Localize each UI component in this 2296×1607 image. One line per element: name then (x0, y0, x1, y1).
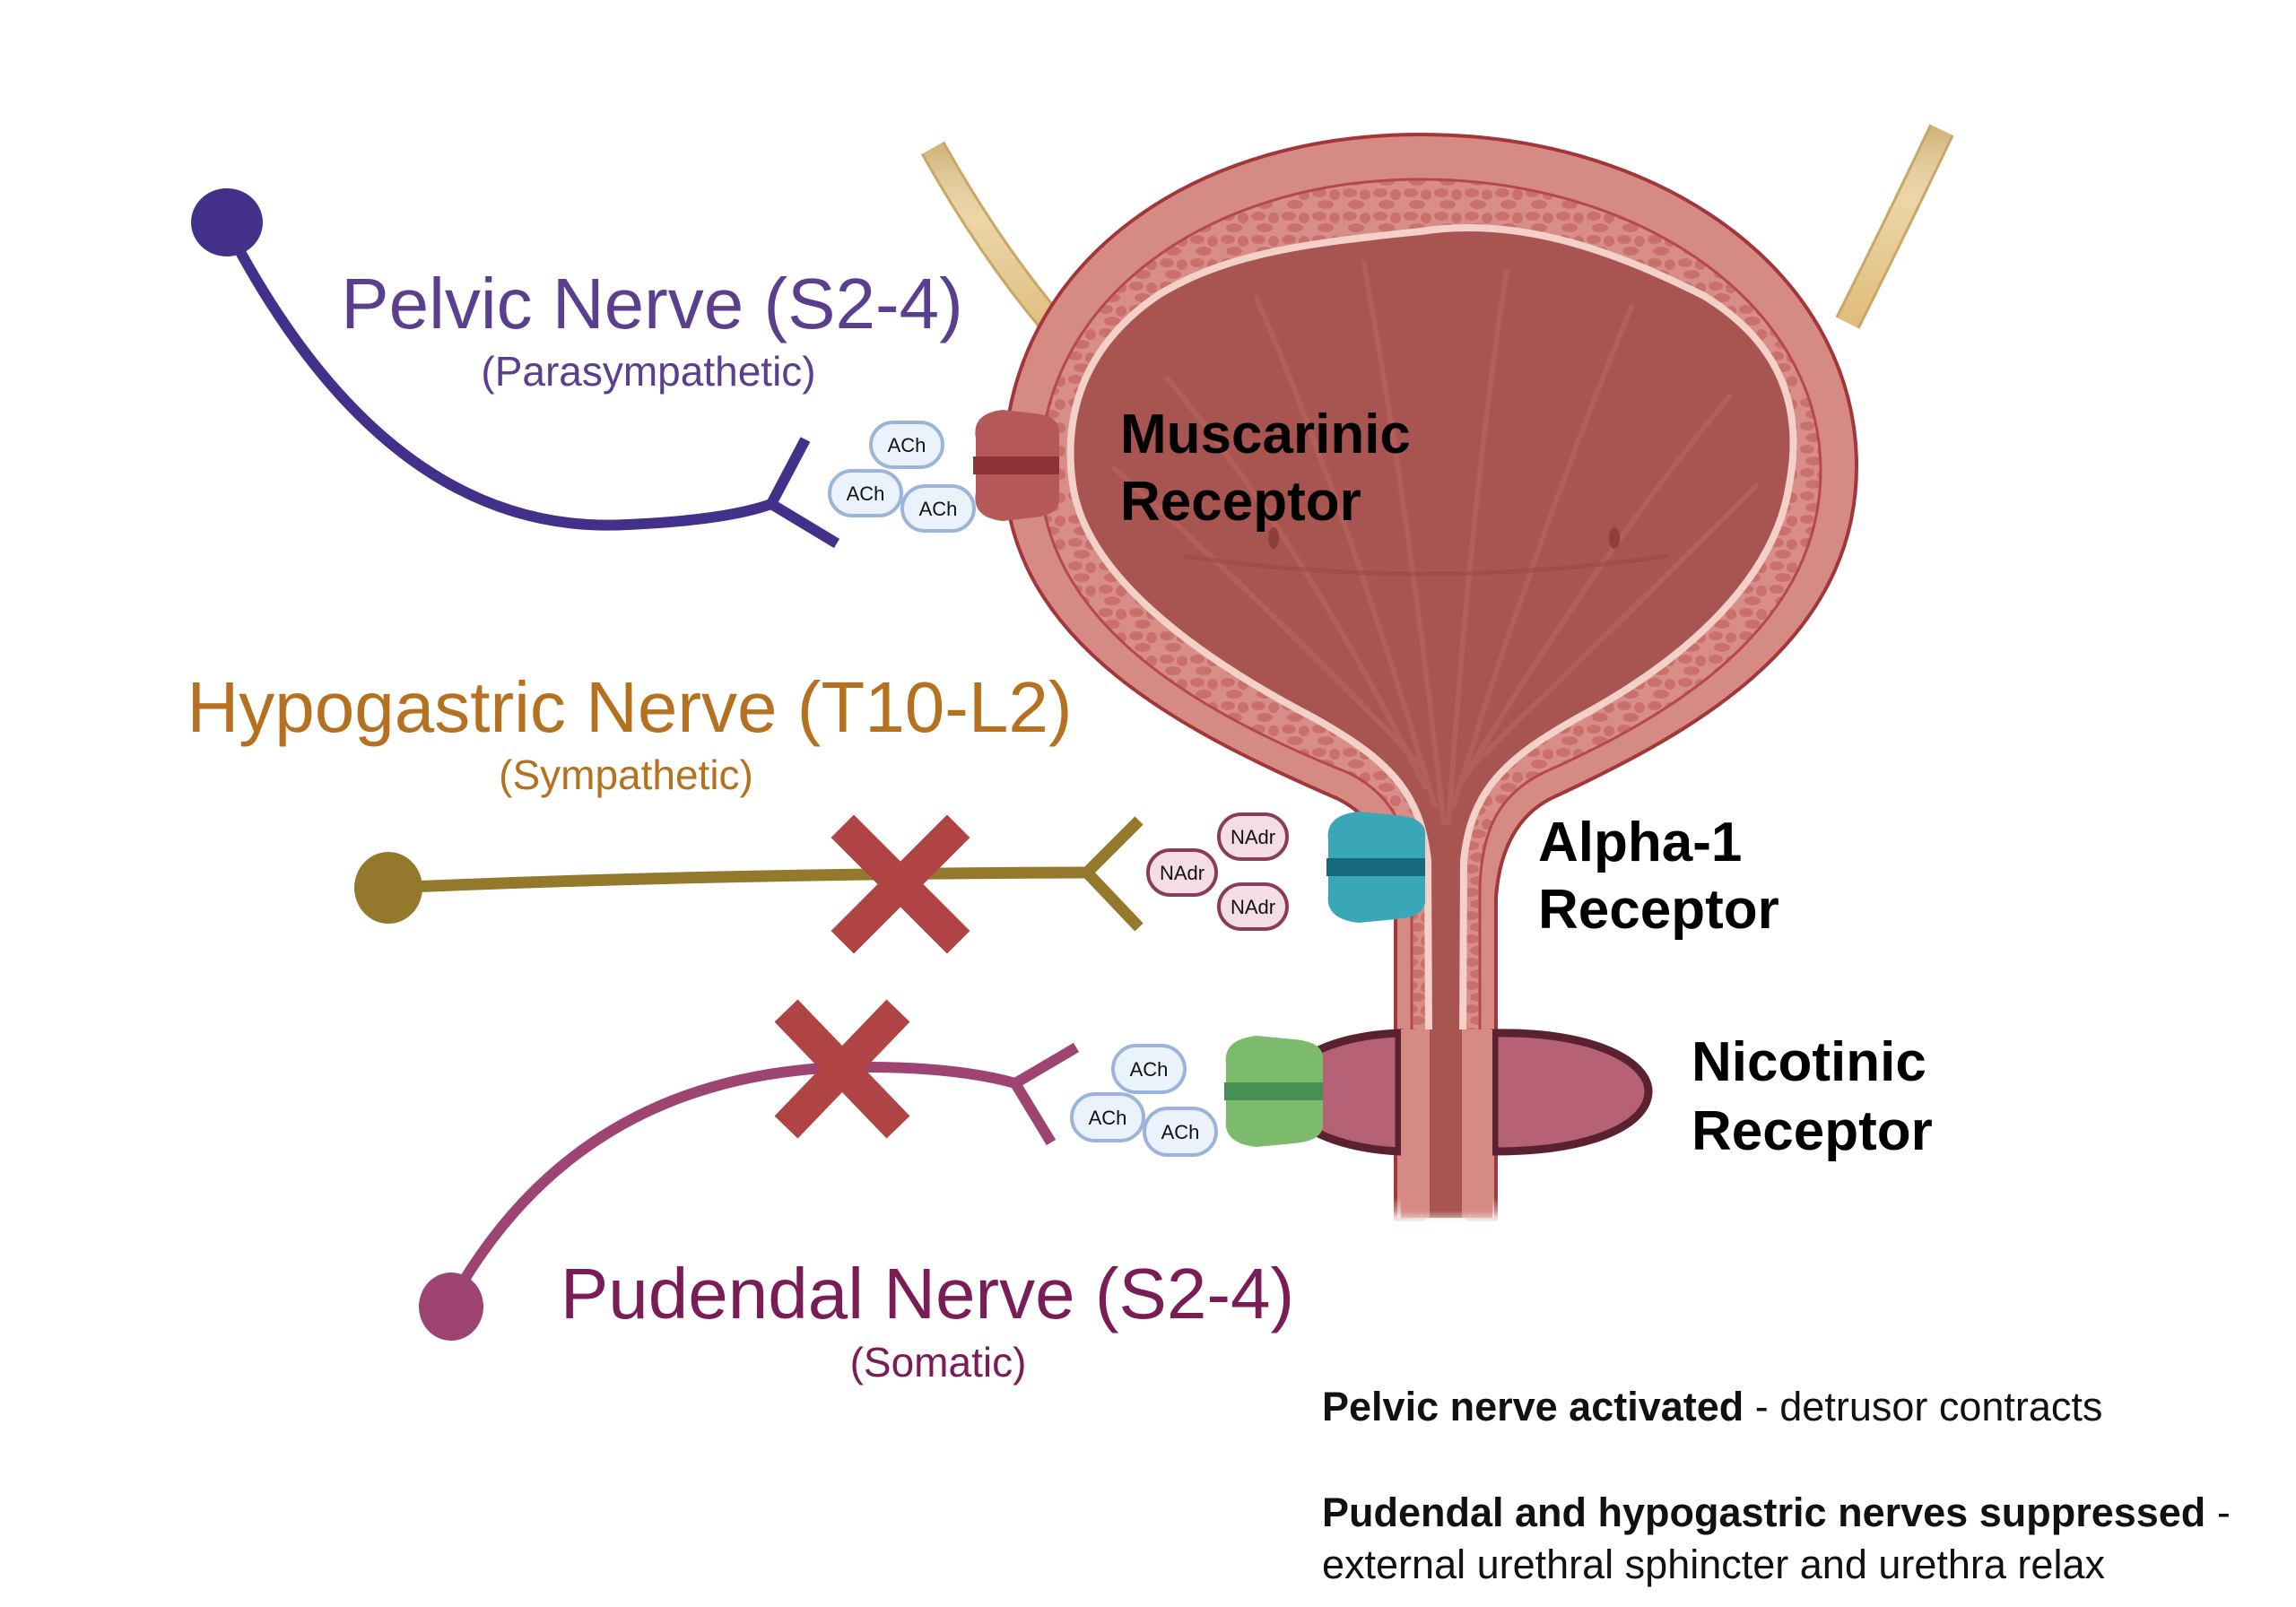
pudendal-nerve-subtitle: (Somatic) (850, 1339, 1027, 1385)
muscarinic-receptor-icon (973, 410, 1060, 521)
ach-molecule: ACh (828, 469, 903, 517)
note-suppressed: Pudendal and hypogastric nerves suppress… (1322, 1487, 2291, 1591)
alpha1-receptor-icon (1326, 812, 1426, 923)
alpha1-receptor-label-line2: Receptor (1538, 879, 1779, 941)
svg-text:ACh: ACh (888, 434, 926, 456)
note-pelvic: Pelvic nerve activated - detrusor contra… (1322, 1381, 2291, 1433)
svg-text:ACh: ACh (1130, 1058, 1169, 1081)
pelvic-ach-group: ACh ACh ACh (828, 421, 976, 533)
svg-text:NAdr: NAdr (1231, 896, 1275, 918)
hypogastric-nerve-terminal-lower (1083, 868, 1144, 932)
nadr-molecule: NAdr (1217, 882, 1289, 931)
muscarinic-receptor-label-line2: Receptor (1120, 471, 1361, 533)
ach-molecule: ACh (900, 484, 976, 533)
pelvic-nerve-terminal-upper (766, 437, 811, 507)
alpha1-receptor-label-line1: Alpha-1 (1538, 812, 1742, 873)
detrusor-folds (1110, 259, 1761, 826)
muscarinic-receptor-label-line1: Muscarinic (1120, 404, 1411, 465)
external-urethral-sphincter (1278, 1029, 1653, 1229)
hypogastric-nerve-subtitle: (Sympathetic) (499, 751, 753, 798)
svg-text:ACh: ACh (1089, 1107, 1127, 1129)
hypogastric-nerve-soma (354, 852, 422, 924)
nadr-molecule: NAdr (1217, 812, 1289, 861)
nicotinic-receptor-icon (1224, 1036, 1324, 1147)
ach-molecule: ACh (869, 421, 944, 469)
hypogastric-nerve (354, 816, 1144, 932)
ach-molecule: ACh (1070, 1092, 1145, 1142)
pudendal-block-x-icon (774, 999, 910, 1139)
pudendal-nerve (419, 1042, 1080, 1341)
pelvic-nerve-soma (191, 188, 263, 256)
pelvic-nerve-terminal-lower (768, 499, 840, 549)
pelvic-nerve-fiber (230, 239, 774, 531)
pudendal-nerve-terminal-lower (1010, 1080, 1057, 1146)
pudendal-ach-group: ACh ACh ACh (1070, 1044, 1218, 1157)
ach-molecule: ACh (1143, 1107, 1218, 1157)
pudendal-nerve-terminal-upper (1012, 1042, 1080, 1089)
svg-text:NAdr: NAdr (1160, 862, 1205, 884)
pelvic-nerve (191, 188, 840, 549)
notes-panel: Pelvic nerve activated - detrusor contra… (1322, 1381, 2291, 1591)
note-suppressed-text: - external urethral sphincter and urethr… (1322, 1490, 2231, 1587)
hypogastric-nerve-fiber (387, 866, 1088, 894)
nicotinic-receptor-label-line2: Receptor (1692, 1100, 1933, 1162)
svg-text:NAdr: NAdr (1231, 826, 1275, 848)
ach-molecule: ACh (1111, 1044, 1187, 1094)
pudendal-nerve-soma (419, 1273, 483, 1341)
note-pelvic-text: - detrusor contracts (1744, 1384, 2103, 1429)
hypogastric-nerve-terminal-upper (1083, 816, 1144, 877)
pelvic-nerve-title: Pelvic Nerve (S2-4) (341, 264, 963, 343)
hypogastric-block-x-icon (831, 814, 970, 954)
hypogastric-nadr-group: NAdr NAdr NAdr (1146, 812, 1289, 931)
hypogastric-nerve-title: Hypogastric Nerve (T10-L2) (187, 667, 1073, 747)
svg-text:ACh: ACh (847, 482, 885, 505)
ureter-right (1835, 124, 1954, 329)
pudendal-nerve-fiber (452, 1061, 1017, 1295)
svg-text:ACh: ACh (919, 498, 958, 520)
nicotinic-receptor-label-line1: Nicotinic (1692, 1031, 1926, 1093)
svg-text:ACh: ACh (1161, 1121, 1200, 1143)
pelvic-nerve-subtitle: (Parasympathetic) (481, 348, 815, 395)
note-pelvic-bold: Pelvic nerve activated (1322, 1384, 1744, 1429)
note-suppressed-bold: Pudendal and hypogastric nerves suppress… (1322, 1490, 2206, 1535)
pudendal-nerve-title: Pudendal Nerve (S2-4) (561, 1254, 1294, 1333)
nadr-molecule: NAdr (1146, 848, 1218, 897)
